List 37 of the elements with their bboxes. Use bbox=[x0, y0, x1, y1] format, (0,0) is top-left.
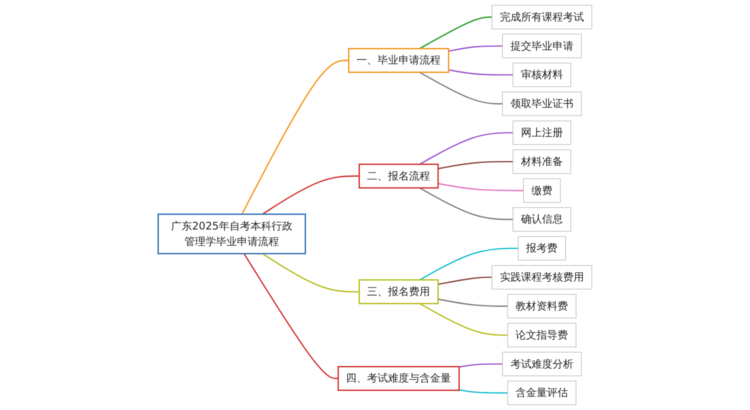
connector bbox=[448, 45, 502, 52]
connector bbox=[419, 72, 502, 104]
node-box: 确认信息 bbox=[512, 207, 572, 232]
connector bbox=[262, 175, 360, 215]
node-box: 完成所有课程考试 bbox=[492, 4, 592, 30]
connector bbox=[458, 389, 508, 394]
connector bbox=[243, 253, 338, 380]
connector bbox=[262, 253, 360, 292]
node-box: 提交毕业申请 bbox=[502, 34, 582, 58]
connector bbox=[438, 160, 513, 170]
node-box: 教材资料费 bbox=[507, 294, 576, 318]
connector bbox=[419, 132, 513, 165]
node-box: 三、报名费用 bbox=[358, 279, 439, 304]
connector bbox=[438, 182, 524, 192]
connector bbox=[241, 60, 349, 214]
connector bbox=[438, 298, 508, 307]
node-box: 缴费 bbox=[523, 178, 561, 203]
node-box: 二、报名流程 bbox=[358, 164, 439, 189]
connector bbox=[458, 363, 502, 368]
node-box: 网上注册 bbox=[512, 120, 572, 145]
connector bbox=[448, 69, 513, 76]
node-box: 论文指导费 bbox=[507, 322, 576, 348]
node-box: 一、毕业申请流程 bbox=[348, 48, 450, 73]
node-box: 审核材料 bbox=[512, 62, 572, 88]
node-box: 实践课程考核费用 bbox=[492, 265, 592, 290]
connector bbox=[419, 248, 518, 280]
connector bbox=[438, 276, 492, 285]
connector bbox=[419, 16, 492, 50]
node-box: 报考费 bbox=[518, 236, 566, 261]
node-box: 领取毕业证书 bbox=[502, 92, 582, 116]
node-box: 四、考试难度与含金量 bbox=[338, 366, 460, 391]
node-box: 材料准备 bbox=[512, 149, 572, 174]
node-box: 含金量评估 bbox=[507, 380, 576, 406]
node-box: 广东2025年自考本科行政管理学毕业申请流程 bbox=[158, 214, 306, 254]
connector bbox=[419, 302, 508, 336]
node-box: 考试难度分析 bbox=[502, 352, 582, 376]
connector bbox=[419, 187, 513, 220]
